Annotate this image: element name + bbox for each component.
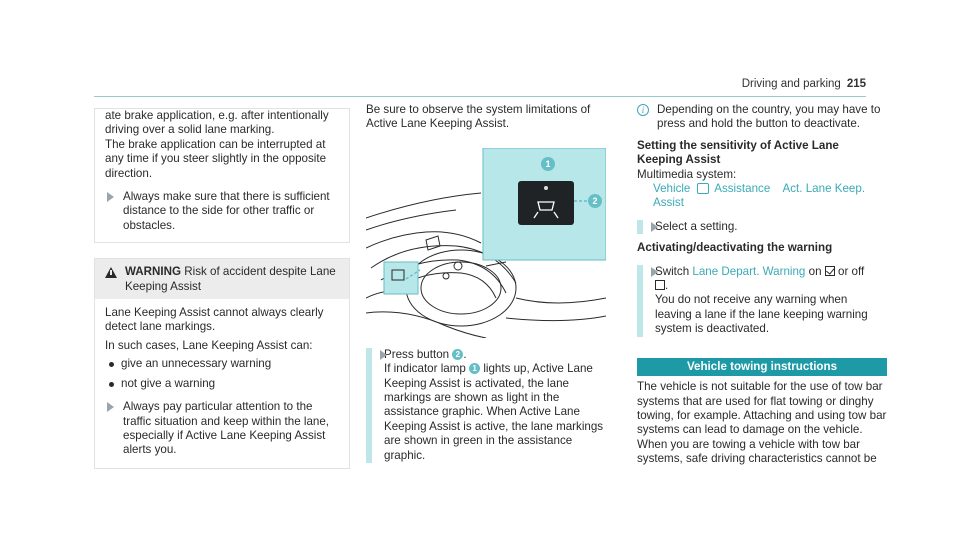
intro-text-2: The brake application can be interrupted… <box>105 137 327 180</box>
warning-text-2: In such cases, Lane Keeping Assist can: <box>105 338 313 352</box>
multimedia-label: Multimedia system: <box>637 167 737 181</box>
intro-text-1: ate brake application, e.g. after intent… <box>105 109 329 137</box>
sensitivity-heading: Setting the sensitivity of Active Lane K… <box>637 138 839 167</box>
dashboard-illustration <box>366 147 606 338</box>
intro-box: ate brake application, e.g. after intent… <box>94 108 350 244</box>
warning-step: Always pay particular attention to the t… <box>105 400 339 458</box>
menu-assistance[interactable]: Assistance <box>714 182 771 196</box>
lane-depart-warning-link[interactable]: Lane Depart. Warning <box>692 264 806 278</box>
button-callout: 2 <box>452 348 464 360</box>
press-prefix: Press button <box>384 347 450 361</box>
switch-step: Switch Lane Depart. Warning on or off . … <box>637 264 887 337</box>
checkbox-checked-icon <box>824 265 835 276</box>
car-settings-icon <box>696 183 709 195</box>
callout-1: 1 <box>541 156 555 171</box>
step-arrow-icon <box>651 266 658 277</box>
switch-or-off: or off <box>838 264 865 278</box>
page-number: 215 <box>846 78 866 90</box>
step-arrow-icon <box>107 192 114 203</box>
warning-title-text: Risk of accident despite Lane Keeping As… <box>125 265 336 293</box>
menu-lane-keep[interactable]: Act. Lane Keep. Assist <box>653 182 866 210</box>
menu-vehicle[interactable]: Vehicle <box>653 182 691 196</box>
switch-note: You do not receive any warning when leav… <box>655 293 868 336</box>
menu-path: Vehicle Assistance Act. Lane Keep. Assis… <box>637 182 887 211</box>
step-arrow-icon <box>380 349 387 360</box>
warning-box: WARNING Risk of accident despite Lane Ke… <box>94 258 350 469</box>
warning-bullets: give an unnecessary warning not give a w… <box>109 357 339 391</box>
warning-text-1: Lane Keeping Assist cannot always clearl… <box>105 306 324 334</box>
activating-heading: Activating/deactivating the warning <box>637 241 833 255</box>
step-text-rest: lights up, Active Lane Keeping Assist is… <box>384 362 604 462</box>
indicator-prefix: If indicator lamp <box>384 362 466 376</box>
select-step-text: Select a setting. <box>655 219 738 233</box>
warning-triangle-mark <box>110 270 112 276</box>
left-column: ate brake application, e.g. after intent… <box>94 108 350 469</box>
right-column: i Depending on the country, you may have… <box>637 103 887 467</box>
warning-bullet: give an unnecessary warning <box>109 357 339 371</box>
header-rule <box>94 96 866 97</box>
dashboard-figure: 1 2 <box>366 147 606 338</box>
middle-intro: Be sure to observe the system limitation… <box>366 103 591 131</box>
intro-step-text: Always make sure that there is sufficien… <box>123 190 330 232</box>
checkbox-empty-icon <box>655 280 665 291</box>
intro-step: Always make sure that there is sufficien… <box>105 190 339 233</box>
step-arrow-icon <box>651 221 658 232</box>
warning-label: WARNING <box>125 265 182 279</box>
warning-step-text: Always pay particular attention to the t… <box>123 400 330 457</box>
info-text: Depending on the country, you may have t… <box>657 103 881 131</box>
info-icon: i <box>637 104 649 116</box>
warning-title: WARNING Risk of accident despite Lane Ke… <box>125 265 339 294</box>
warning-header: WARNING Risk of accident despite Lane Ke… <box>95 259 349 300</box>
step-arrow-icon <box>107 402 114 413</box>
switch-on: on <box>808 264 822 278</box>
callout-2: 2 <box>588 193 602 208</box>
select-setting-step: Select a setting. <box>637 219 887 235</box>
towing-heading: Vehicle towing instructions <box>637 357 887 377</box>
press-button-step: Press button 2. If indicator lamp 1 ligh… <box>366 347 606 464</box>
middle-column: Be sure to observe the system limitation… <box>366 103 606 464</box>
warning-bullet: not give a warning <box>109 377 339 391</box>
warning-body: Lane Keeping Assist cannot always clearl… <box>95 299 349 468</box>
info-note: i Depending on the country, you may have… <box>637 103 887 132</box>
towing-text: The vehicle is not suitable for the use … <box>637 380 887 466</box>
switch-prefix: Switch <box>655 264 690 278</box>
page-header: Driving and parking 215 <box>742 77 866 91</box>
lamp-callout: 1 <box>469 363 481 375</box>
header-section: Driving and parking <box>741 78 841 90</box>
